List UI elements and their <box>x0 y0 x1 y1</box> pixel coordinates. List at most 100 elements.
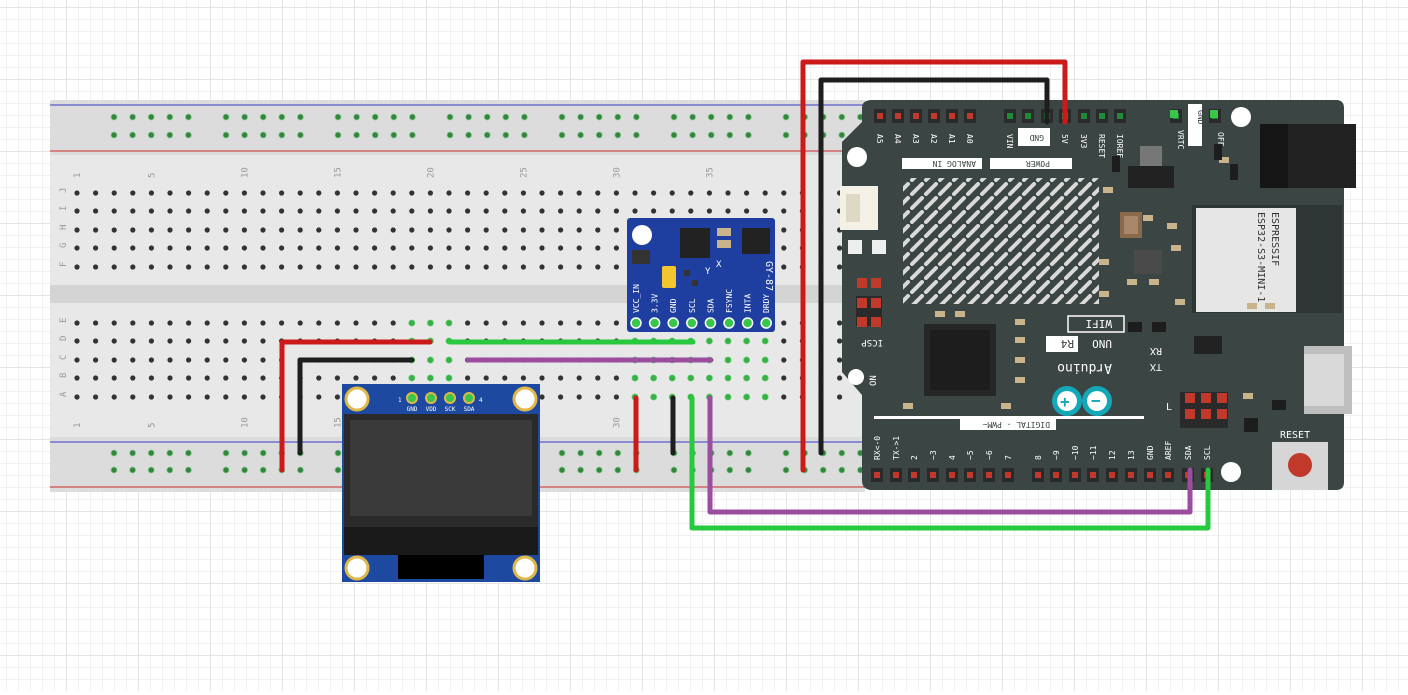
connected-rail-hole <box>633 131 640 139</box>
breadboard-hole <box>483 227 489 233</box>
right-header-pin[interactable] <box>1217 409 1227 419</box>
icsp-pin[interactable] <box>857 278 867 288</box>
breadboard-hole <box>204 190 210 196</box>
right-header-pin[interactable] <box>1185 393 1195 403</box>
gy87-pin[interactable] <box>741 317 754 329</box>
svg-text:+: + <box>1060 392 1070 411</box>
oled-pin-label: SDA <box>464 406 475 413</box>
wire-gnd-black[interactable] <box>818 77 1050 456</box>
breadboard-hole <box>74 394 80 400</box>
breadboard-hole <box>223 264 229 270</box>
oled-pin[interactable] <box>406 392 418 404</box>
breadboard-hole <box>167 394 173 400</box>
connected-rail-hole <box>241 131 249 139</box>
wifi-logo: WIFI R4 UNO <box>1046 315 1125 352</box>
smd-resistor <box>1127 279 1137 285</box>
breadboard-hole <box>595 208 601 214</box>
smd-resistor <box>1015 337 1025 343</box>
connected-rail-hole <box>707 113 715 121</box>
breadboard-hole <box>651 190 657 196</box>
breadboard-hole <box>595 394 601 400</box>
breadboard-hole <box>111 264 117 270</box>
smd-resistor <box>1167 223 1177 229</box>
icsp-pin[interactable] <box>857 317 867 327</box>
connected-rail-hole <box>222 466 230 474</box>
connected-rail-hole <box>222 449 230 457</box>
breadboard-hole <box>297 264 303 270</box>
breadboard-hole <box>595 264 601 270</box>
breadboard-hole <box>446 190 452 196</box>
smd-resistor <box>1243 393 1253 399</box>
digital-pin-label: 7 <box>1004 455 1013 460</box>
breadboard-hole <box>316 264 322 270</box>
column-number-bottom: 30 <box>612 417 622 428</box>
breadboard-hole <box>669 208 675 214</box>
breadboard-hole <box>353 190 359 196</box>
connected-rail-hole <box>483 131 491 139</box>
gy87-pin[interactable] <box>686 317 698 329</box>
breadboard-hole <box>595 375 601 381</box>
r4-label: R4 <box>1060 337 1074 350</box>
gy87-pin-label: SCL <box>688 298 697 313</box>
gy87-pin[interactable] <box>667 317 679 329</box>
power-pin-label: RESET <box>1097 134 1106 158</box>
gy87-pin[interactable] <box>630 317 642 329</box>
gy87-pin[interactable] <box>704 317 717 329</box>
breadboard-hole <box>465 320 471 326</box>
digital-pin-label: ~10 <box>1071 445 1080 460</box>
oled-pin[interactable] <box>425 392 437 404</box>
icsp-pin[interactable] <box>871 278 881 288</box>
oled-pin[interactable] <box>444 392 456 404</box>
digital-header-contact <box>1165 472 1171 478</box>
connected-rail-hole <box>259 131 267 139</box>
wire-sda-purple[interactable] <box>707 395 1193 515</box>
connected-hole <box>724 337 732 345</box>
wire-vcc-red-oled[interactable] <box>279 339 433 473</box>
breadboard-hole <box>111 190 117 196</box>
digital-header-contact <box>1035 472 1041 478</box>
connected-hole <box>724 356 732 364</box>
breadboard-hole <box>725 190 731 196</box>
connected-rail-hole <box>502 113 510 121</box>
smd-resistor <box>1099 291 1109 297</box>
breadboard-hole <box>781 208 787 214</box>
icsp-pin[interactable] <box>871 317 881 327</box>
breadboard-hole <box>111 227 117 233</box>
connected-rail-hole <box>390 113 398 121</box>
vrtc-label: VRTC <box>1176 130 1185 149</box>
breadboard-hole <box>372 190 378 196</box>
wire-gnd-black-oled[interactable] <box>297 357 415 456</box>
wire-5v-red[interactable] <box>800 59 1068 473</box>
right-header-pin[interactable] <box>1185 409 1195 419</box>
gy87-pin[interactable] <box>760 317 772 329</box>
right-header-pin[interactable] <box>1201 393 1211 403</box>
breadboard-hole <box>93 245 99 251</box>
connected-hole <box>724 374 732 382</box>
breadboard-hole <box>93 227 99 233</box>
wire-scl-green[interactable] <box>689 395 1211 531</box>
breadboard-hole <box>241 227 247 233</box>
breadboard-hole <box>260 375 266 381</box>
breadboard-hole <box>148 357 154 363</box>
breadboard-hole <box>223 320 229 326</box>
connected-rail-hole <box>110 113 118 121</box>
oled-pin[interactable] <box>463 392 475 404</box>
breadboard-hole <box>781 245 787 251</box>
right-header-pin[interactable] <box>1217 393 1227 403</box>
gy87-pin[interactable] <box>723 317 735 329</box>
breadboard-hole <box>372 375 378 381</box>
breadboard-hole <box>260 264 266 270</box>
connected-hole <box>743 337 750 345</box>
icsp-pin[interactable] <box>871 298 881 308</box>
icsp-pin[interactable] <box>857 298 867 308</box>
connected-rail-hole <box>185 449 192 457</box>
right-header-pin[interactable] <box>1201 409 1211 419</box>
gy87-pin[interactable] <box>648 317 661 329</box>
connected-hole <box>743 356 750 364</box>
breadboard-hole <box>539 208 545 214</box>
breadboard-hole <box>390 245 396 251</box>
connected-hole <box>408 319 416 327</box>
breadboard-hole <box>539 264 545 270</box>
